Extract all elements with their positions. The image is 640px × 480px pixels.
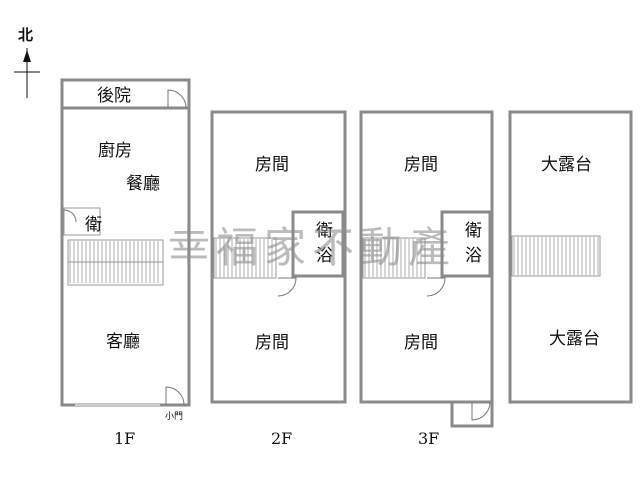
note-small-door: 小門 [165,411,183,422]
room-label-dining: 餐廳 [126,174,160,194]
room-label-living: 客廳 [106,332,140,352]
room-label-bath-2f-a: 衛 [316,221,333,241]
room-label-backyard: 後院 [97,86,131,106]
room-label-bath-3f-a: 衛 [465,221,482,241]
room-label-room-2f-north: 房間 [255,155,289,175]
floor-label-2f: 2F [271,429,292,448]
room-label-room-3f-north: 房間 [404,155,438,175]
stairs-1f [67,239,164,286]
room-label-bath-1f: 衛 [85,215,102,235]
watermark-text: 幸福家不動產 [168,223,456,272]
compass-label: 北 [18,26,33,44]
floor-label-3f: 3F [418,429,439,448]
floor-plan-2f [210,110,347,404]
floor-label-1f: 1F [114,429,135,448]
stairs-roof [511,235,601,277]
floor-plan-3f [359,110,494,428]
floor-plan-1f [60,78,191,407]
room-label-terrace-south: 大露台 [549,329,600,349]
room-label-room-2f-south: 房間 [255,333,289,353]
room-label-kitchen: 廚房 [98,140,132,161]
room-label-terrace-north: 大露台 [541,155,592,175]
room-label-bath-3f-b: 浴 [465,246,482,266]
north-arrow-icon [14,48,40,98]
stair-treads [69,237,599,283]
room-label-room-3f-south: 房間 [404,333,438,353]
floor-plan-roof [508,110,633,404]
room-label-bath-2f-b: 浴 [316,246,333,266]
